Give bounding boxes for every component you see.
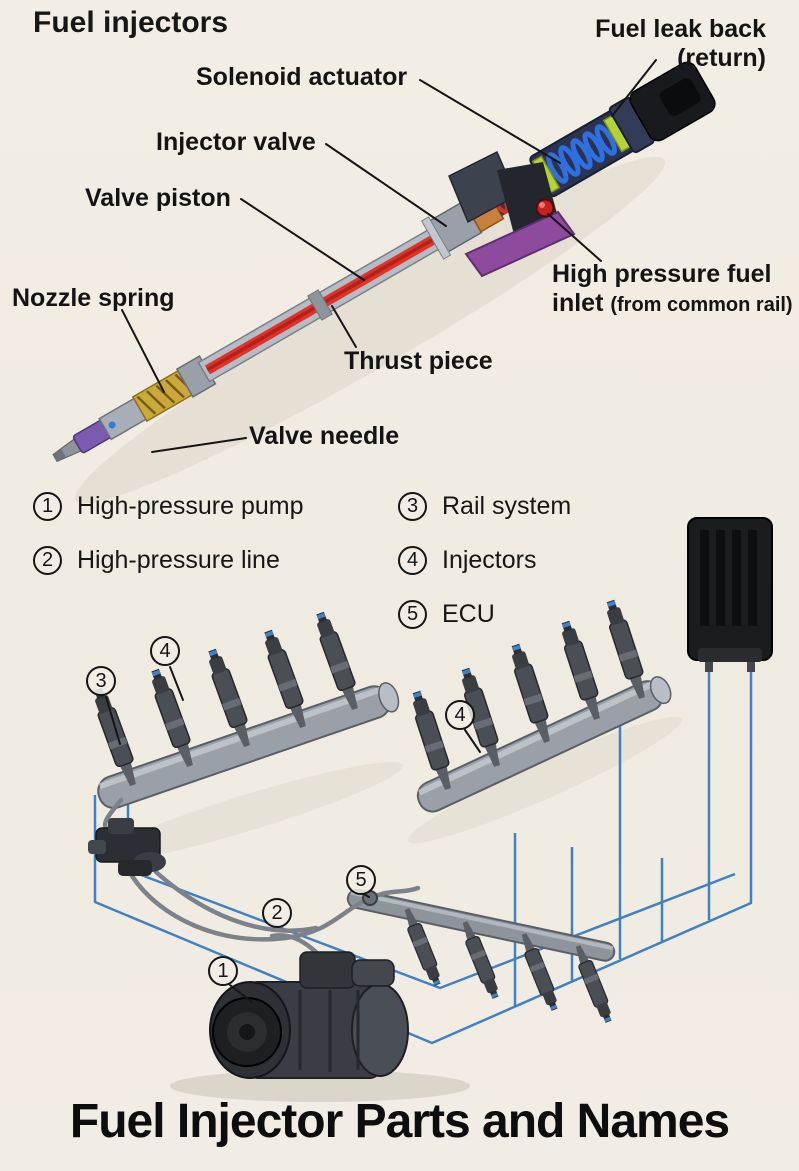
lower-bank (346, 888, 616, 1025)
fuel-system (88, 517, 773, 1102)
legend-label-high-pressure-pump: High-pressure pump (77, 492, 304, 520)
legend-number-1: 1 (33, 492, 62, 521)
legend-number-3: 3 (398, 492, 427, 521)
callout-high-pressure-line: 2 (262, 898, 292, 928)
label-fuel-leak-back-line1: Fuel leak back (595, 15, 766, 43)
callout-rail-system: 3 (86, 666, 116, 696)
right-rail (407, 597, 672, 813)
label-solenoid-actuator: Solenoid actuator (196, 63, 408, 91)
legend-label-ecu: ECU (442, 600, 495, 628)
label-high-pressure-inlet-line2: inlet (from common rail) (552, 289, 793, 318)
left-rail (88, 609, 400, 810)
label-high-pressure-inlet: High pressure fuel inlet (from common ra… (552, 260, 793, 318)
legend-number-2: 2 (33, 546, 62, 575)
legend-item-high-pressure-pump: 1 High-pressure pump (33, 492, 304, 521)
ecu (687, 517, 773, 672)
callout-high-pressure-pump: 1 (208, 956, 238, 986)
label-valve-needle: Valve needle (249, 422, 400, 450)
label-thrust-piece: Thrust piece (344, 347, 493, 375)
legend-label-high-pressure-line: High-pressure line (77, 546, 280, 574)
label-inlet-bold: inlet (552, 289, 604, 317)
label-fuel-leak-back-line2: (return) (677, 44, 766, 72)
inlet-port (535, 198, 555, 218)
legend-item-ecu: 5 ECU (398, 600, 495, 629)
legend-item-high-pressure-line: 2 High-pressure line (33, 546, 280, 575)
legend-label-injectors: Injectors (442, 546, 537, 574)
label-injector-valve: Injector valve (156, 128, 316, 156)
label-high-pressure-inlet-line1: High pressure fuel (552, 260, 772, 288)
label-valve-piston: Valve piston (85, 184, 231, 212)
callout-injectors-left: 4 (150, 636, 180, 666)
callout-ecu-sensor: 5 (346, 865, 376, 895)
legend-number-5: 5 (398, 600, 427, 629)
high-pressure-pump (209, 951, 409, 1079)
label-from-common-rail: (from common rail) (610, 294, 793, 316)
legend-item-injectors: 4 Injectors (398, 546, 536, 575)
feed-valve-block (88, 818, 166, 876)
injector-cutaway (52, 61, 716, 463)
label-leader-lines (121, 59, 657, 453)
callout-injectors-right: 4 (445, 700, 475, 730)
page-title: Fuel injectors (33, 6, 229, 39)
footer-title: Fuel Injector Parts and Names (69, 1095, 730, 1148)
callout-leader-lines (105, 666, 481, 1003)
legend-item-rail-system: 3 Rail system (398, 492, 571, 521)
legend-number-4: 4 (398, 546, 427, 575)
legend-label-rail-system: Rail system (442, 492, 572, 520)
label-nozzle-spring: Nozzle spring (12, 284, 175, 312)
lever (464, 210, 576, 278)
label-fuel-leak-back: Fuel leak back (return) (595, 15, 766, 73)
